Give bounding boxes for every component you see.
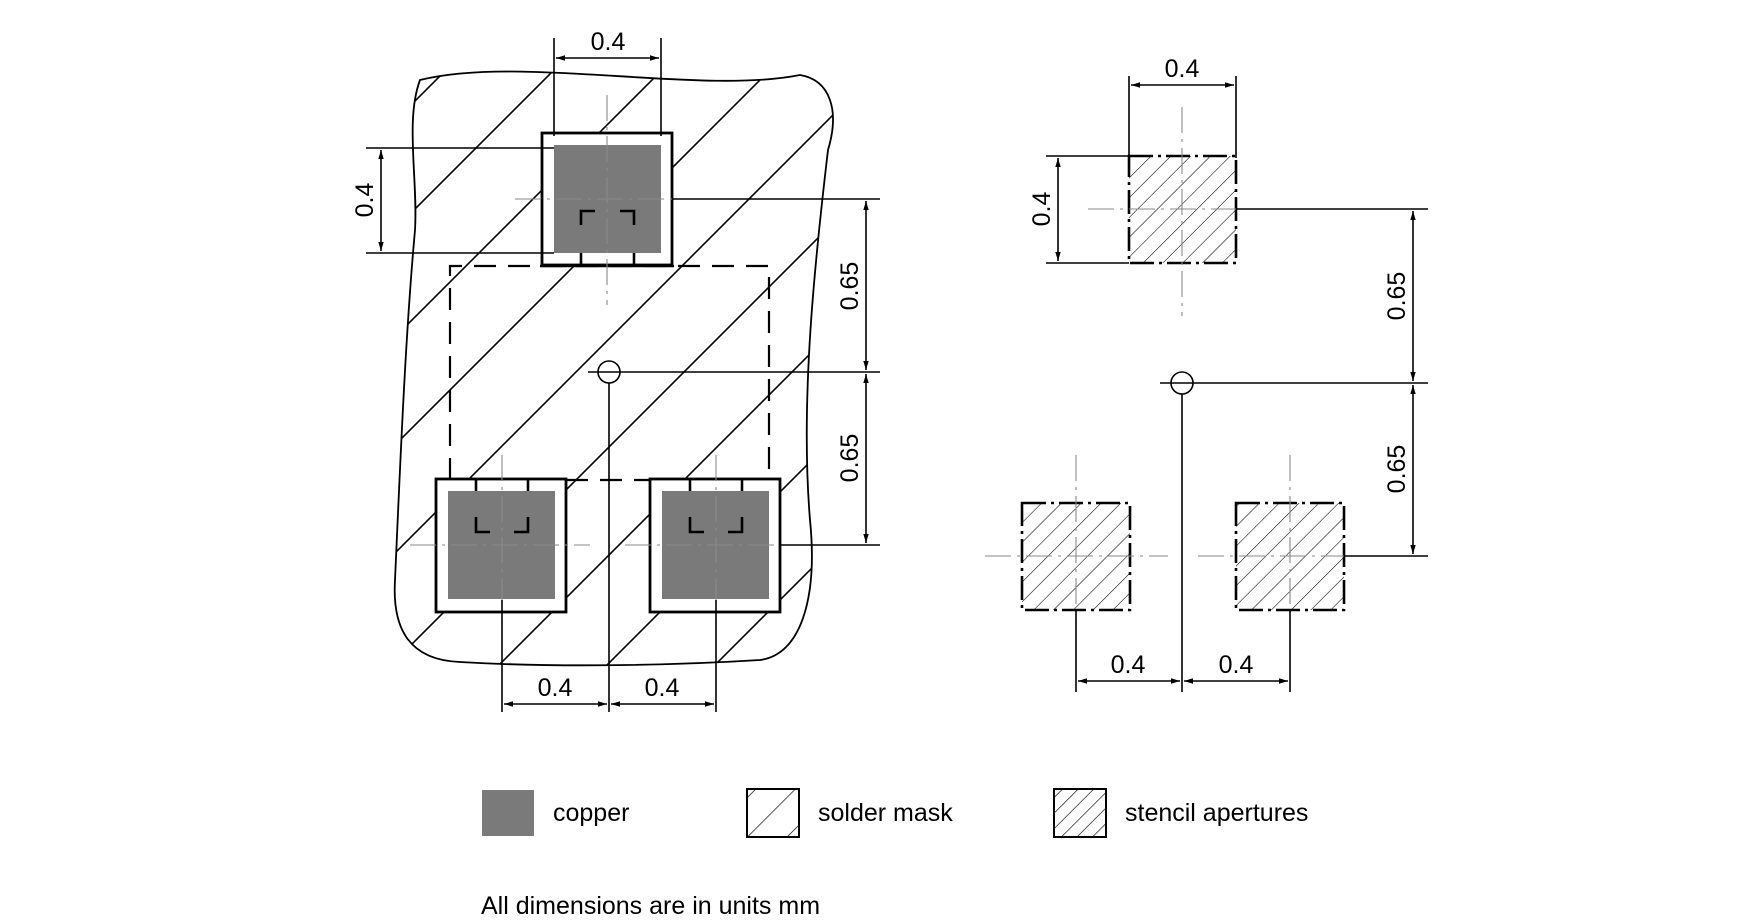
center-lines: [410, 95, 800, 625]
mask-hatch-line: [394, 71, 733, 666]
legend: copper solder mask stencil apertures All…: [481, 788, 1308, 920]
dim-label-bottom-left-right: 0.4: [1111, 651, 1146, 679]
mask-hatch-line: [679, 71, 833, 666]
mask-hatch-line: [787, 71, 833, 666]
mask-hatch-line: [394, 71, 409, 666]
stencil-swatch-icon: [1053, 788, 1107, 838]
solder-mask-outline: [393, 70, 834, 667]
dim-label-right-upper: 0.65: [836, 262, 864, 311]
right-view: 0.4 0.4 0.65 0.65 0.4 0.4: [985, 55, 1428, 692]
dim-label-bottom-right-right: 0.4: [1219, 651, 1254, 679]
dim-label-top-width-right: 0.4: [1165, 55, 1200, 83]
legend-item-copper: copper: [482, 790, 629, 836]
dim-label-right-lower: 0.65: [836, 434, 864, 483]
dim-label-left-height: 0.4: [351, 183, 379, 218]
dim-label-top-width: 0.4: [591, 28, 626, 56]
dim-label-bottom-left: 0.4: [538, 674, 573, 702]
solder-mask-swatch-icon: [746, 788, 800, 838]
dim-label-right-upper-right: 0.65: [1383, 272, 1411, 321]
dim-label-left-height-right: 0.4: [1028, 192, 1056, 227]
units-note: All dimensions are in units mm: [481, 892, 820, 920]
mask-hatch-line: [394, 71, 625, 666]
center-lines-right: [985, 107, 1370, 625]
left-view: 0.4 0.4 0.65 0.65 0.4 0.4: [0, 0, 880, 712]
mask-hatch-line: [394, 71, 833, 666]
legend-item-stencil: stencil apertures: [1053, 788, 1308, 838]
dim-label-right-lower-right: 0.65: [1383, 445, 1411, 494]
legend-label-solder-mask: solder mask: [818, 799, 953, 827]
copper-swatch-icon: [482, 790, 534, 836]
package-outline: [448, 264, 771, 480]
legend-label-stencil: stencil apertures: [1125, 799, 1308, 827]
legend-item-solder-mask: solder mask: [746, 788, 953, 838]
dim-label-bottom-right: 0.4: [645, 674, 680, 702]
mask-hatch-line: [0, 0, 300, 700]
mask-hatch-line: [394, 71, 833, 666]
terminal-marks: [474, 209, 744, 534]
legend-label-copper: copper: [553, 799, 629, 827]
